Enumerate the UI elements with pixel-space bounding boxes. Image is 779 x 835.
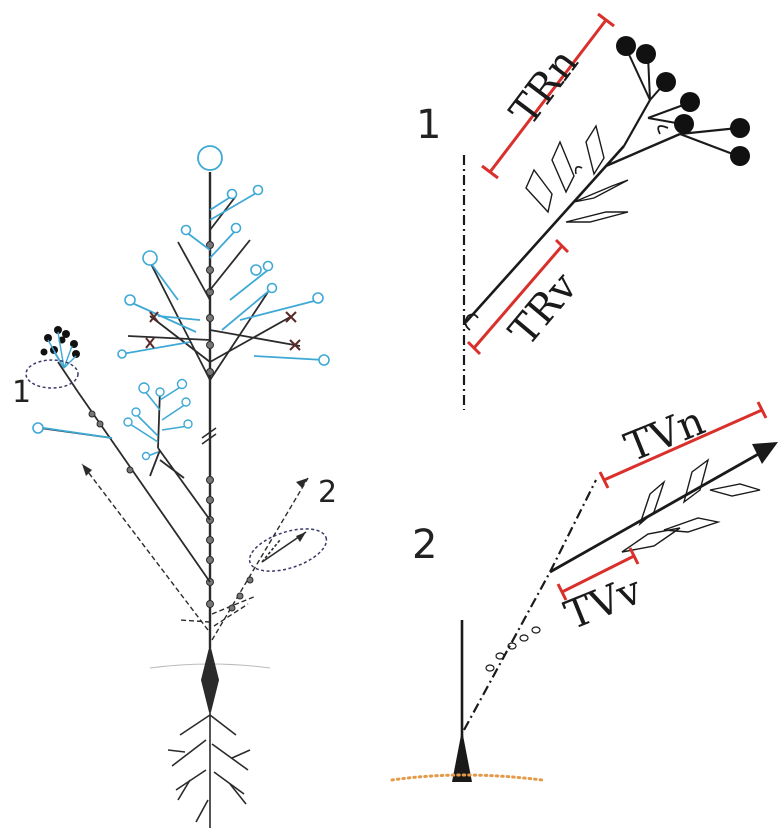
label-trv: TRv: [500, 264, 587, 355]
leaf: [552, 142, 574, 192]
ellipse-2-arrowhead: [296, 532, 306, 542]
fruit-stalk: [606, 134, 680, 166]
detail-marker-2: 2: [412, 522, 437, 568]
fruit-stalk: [624, 100, 650, 146]
root-system: [168, 700, 250, 828]
shoot-axis-2: [550, 452, 762, 572]
shoot-2-arrowhead: [752, 442, 778, 464]
detail-marker-1: 1: [416, 102, 441, 148]
lateral-nodes: [89, 411, 253, 611]
label-tvv: TVv: [559, 567, 649, 639]
overview-plant: [26, 146, 332, 828]
fruit-bract: [658, 126, 668, 134]
label-tvn: TVn: [619, 398, 712, 471]
dashed-lateral-arrowheads: [82, 464, 308, 488]
dash-dot-axis-2: [464, 572, 550, 730]
apex-bud: [198, 146, 222, 170]
ellipse-region-2: [244, 521, 331, 580]
dashed-laterals: [82, 464, 308, 640]
left-lateral: [40, 362, 210, 582]
leaf: [586, 126, 604, 174]
overview-marker-1: 1: [12, 375, 31, 410]
left-offshoot-bud: [33, 423, 43, 433]
leaf: [710, 484, 760, 496]
detail-1-fruits: [616, 36, 750, 166]
label-trn: TRn: [501, 40, 587, 134]
left-blue-offshoot: [44, 428, 112, 438]
lower-nodes: [486, 627, 540, 671]
crown-bulb: [202, 648, 218, 712]
overview-marker-2: 2: [318, 475, 337, 510]
fruit-stalk: [680, 134, 738, 156]
upper-blue-branches: [122, 192, 324, 360]
leaf: [526, 170, 552, 212]
ellipse-region-1: [26, 360, 78, 388]
leaf: [566, 212, 628, 222]
fruit-bract: [576, 167, 582, 174]
